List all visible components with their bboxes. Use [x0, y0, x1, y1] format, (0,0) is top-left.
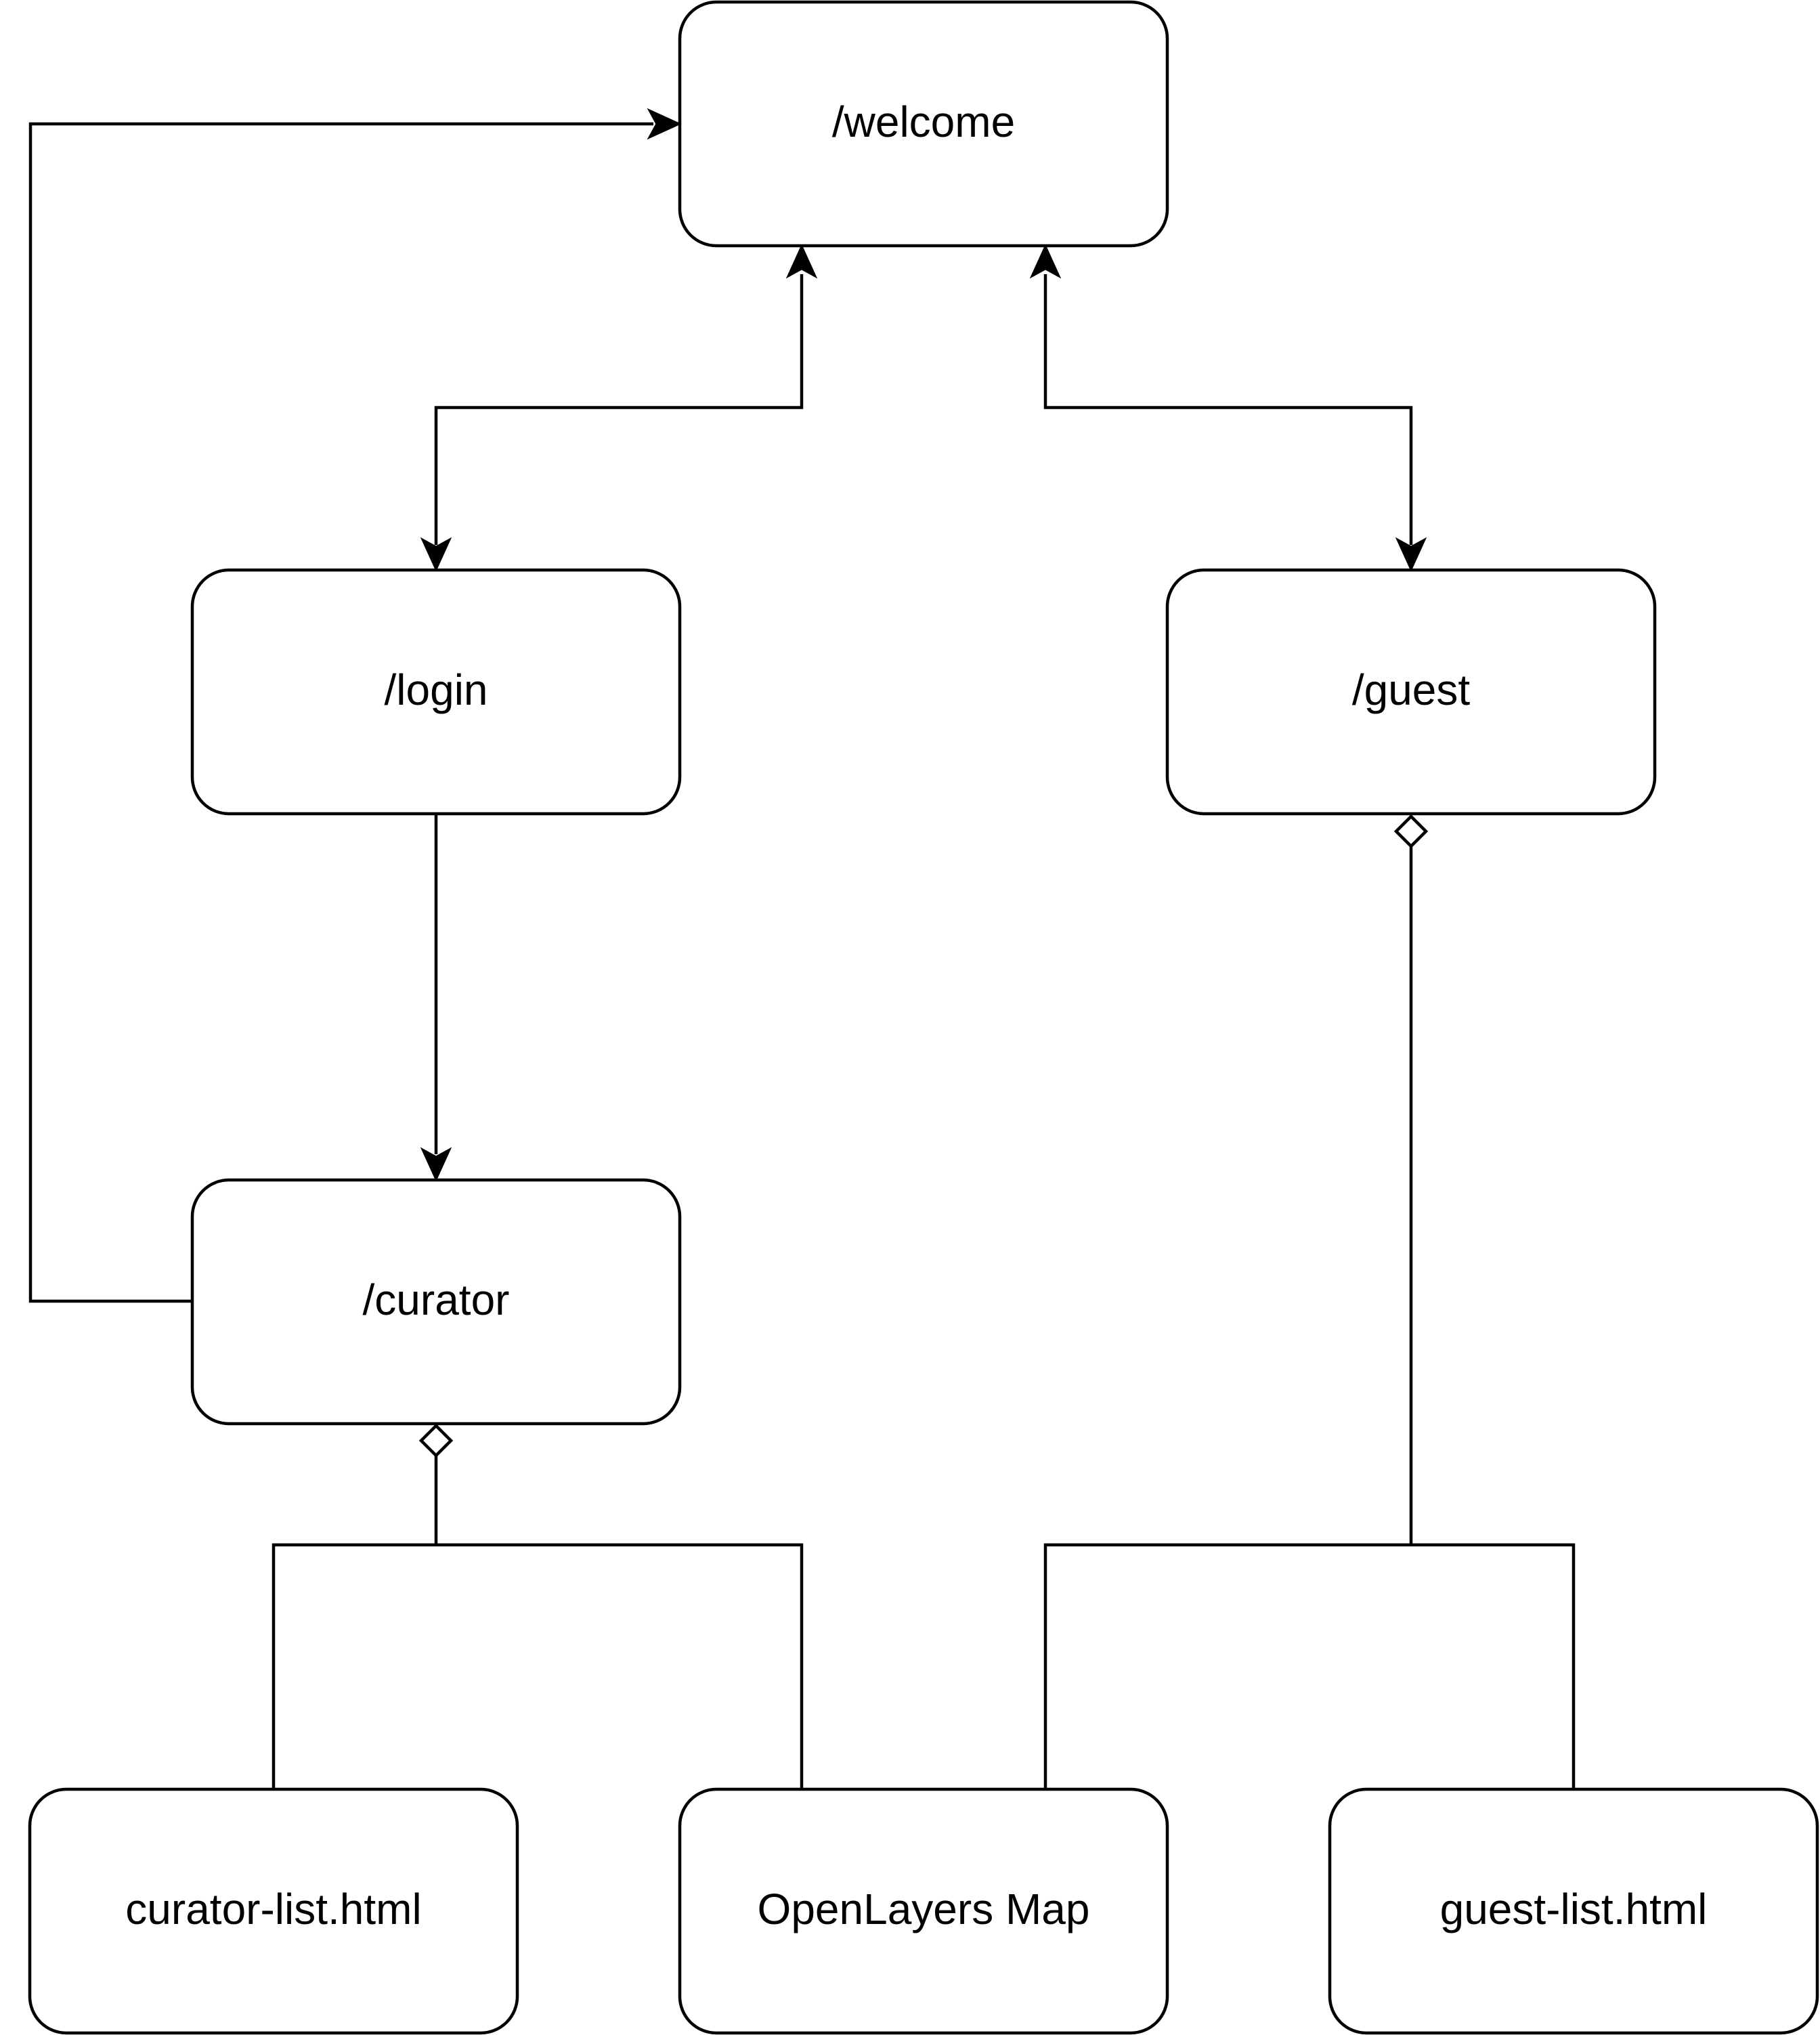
node-guest-list: guest-list.html: [1328, 1787, 1819, 2035]
arrow-head: [1395, 537, 1427, 572]
edge-welcome-guest: [1029, 244, 1427, 572]
node-label: OpenLayers Map: [758, 1885, 1090, 1933]
arrow-head: [1029, 244, 1062, 279]
node-label: /guest: [1352, 665, 1471, 714]
edge-curator-to-welcome: [28, 108, 682, 1303]
arrow-head: [647, 108, 682, 140]
node-curator: /curator: [190, 1178, 682, 1426]
arrow-head: [420, 537, 452, 572]
node-login: /login: [190, 568, 682, 816]
node-curator-list: curator-list.html: [28, 1787, 519, 2035]
edge-login-curator: [420, 814, 452, 1182]
node-label: guest-list.html: [1440, 1885, 1708, 1933]
arrow-head: [785, 244, 818, 279]
edge-welcome-login: [420, 244, 818, 572]
node-label: /login: [385, 665, 488, 714]
node-openlayers-map: OpenLayers Map: [678, 1787, 1169, 2035]
edge-guest-aggregation: [1043, 814, 1576, 1789]
edge-curator-aggregation: [272, 1423, 804, 1789]
node-label: /curator: [363, 1275, 510, 1324]
aggregation-diamond: [1393, 814, 1429, 849]
node-label: /welcome: [832, 97, 1015, 146]
node-guest: /guest: [1165, 568, 1657, 816]
aggregation-diamond: [418, 1423, 454, 1458]
node-label: curator-list.html: [125, 1885, 421, 1933]
arrow-head: [420, 1147, 452, 1182]
node-welcome: /welcome: [678, 0, 1169, 248]
